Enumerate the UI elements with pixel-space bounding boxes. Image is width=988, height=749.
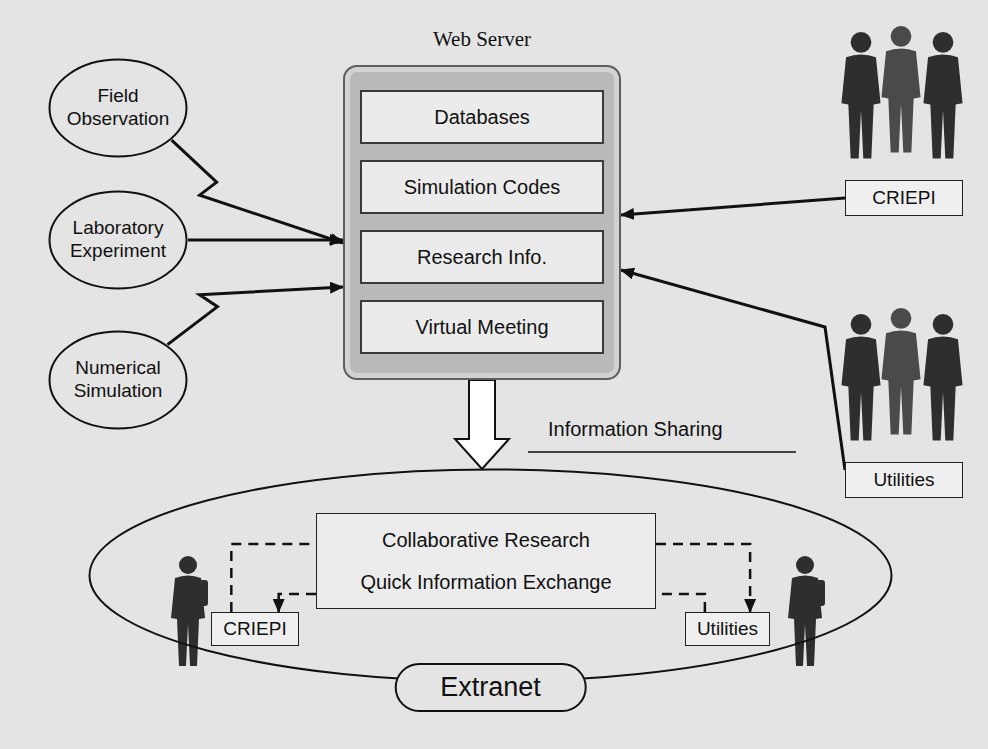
server-module-box: Research Info. xyxy=(360,230,604,284)
source-ellipse: Field Observation xyxy=(48,58,188,158)
source-ellipse: Laboratory Experiment xyxy=(48,190,188,290)
group-label-box: Utilities xyxy=(845,462,963,498)
person-silhouette xyxy=(923,32,962,159)
node-text: Utilities xyxy=(873,469,934,491)
connector xyxy=(621,198,845,215)
label-underline xyxy=(528,451,796,453)
person-silhouette xyxy=(788,556,822,666)
group-label-box: Utilities xyxy=(685,612,770,646)
node-text: Simulation Codes xyxy=(404,176,561,199)
extranet-tag: Extranet xyxy=(394,663,587,712)
node-text: Laboratory Experiment xyxy=(63,217,173,263)
person-silhouette xyxy=(881,26,920,153)
person-silhouette xyxy=(881,308,920,435)
person-silhouette xyxy=(841,32,880,159)
ellipse-shape xyxy=(50,60,187,157)
node-text: Databases xyxy=(434,106,530,129)
connector xyxy=(172,140,343,243)
extranet-region: ExtranetCollaborative Research Quick Inf… xyxy=(88,468,893,683)
server-module-box: Simulation Codes xyxy=(360,160,604,214)
web-server-box: Web ServerDatabasesSimulation CodesResea… xyxy=(343,65,621,380)
node-text: Research Info. xyxy=(417,246,547,269)
group-label-box: CRIEPI xyxy=(211,612,298,646)
node-text: Utilities xyxy=(697,618,758,640)
node-text: Collaborative Research Quick Information… xyxy=(357,519,615,603)
ellipse-shape xyxy=(50,192,187,289)
hollow-arrow xyxy=(455,380,509,469)
node-text: CRIEPI xyxy=(223,618,286,640)
node-text: Numerical Simulation xyxy=(63,357,173,403)
ellipse-shape xyxy=(90,470,892,682)
connector xyxy=(656,594,705,612)
server-module-box: Databases xyxy=(360,90,604,144)
source-ellipse: Numerical Simulation xyxy=(48,330,188,430)
node-text: CRIEPI xyxy=(872,187,935,209)
connector xyxy=(188,239,343,242)
edge-label: Information Sharing xyxy=(548,418,723,441)
person-silhouette xyxy=(841,314,880,441)
exchange-box: Collaborative Research Quick Information… xyxy=(316,513,656,609)
node-text: Virtual Meeting xyxy=(415,316,548,339)
node-text: Field Observation xyxy=(63,85,173,131)
group-label-box: CRIEPI xyxy=(845,180,963,216)
node-text: Web Server xyxy=(345,27,619,52)
node-text: Extranet xyxy=(440,672,541,703)
connector xyxy=(279,594,316,612)
people-group xyxy=(171,26,963,666)
server-module-box: Virtual Meeting xyxy=(360,300,604,354)
ellipse-shape xyxy=(50,332,187,429)
server-heading: Web Server xyxy=(345,27,619,52)
person-silhouette xyxy=(923,314,962,441)
backpack xyxy=(196,580,208,606)
connector xyxy=(656,544,750,612)
connector xyxy=(231,544,316,612)
backpack xyxy=(813,580,825,606)
edge-label-holder: Information Sharing xyxy=(548,418,723,441)
connector xyxy=(167,287,343,345)
